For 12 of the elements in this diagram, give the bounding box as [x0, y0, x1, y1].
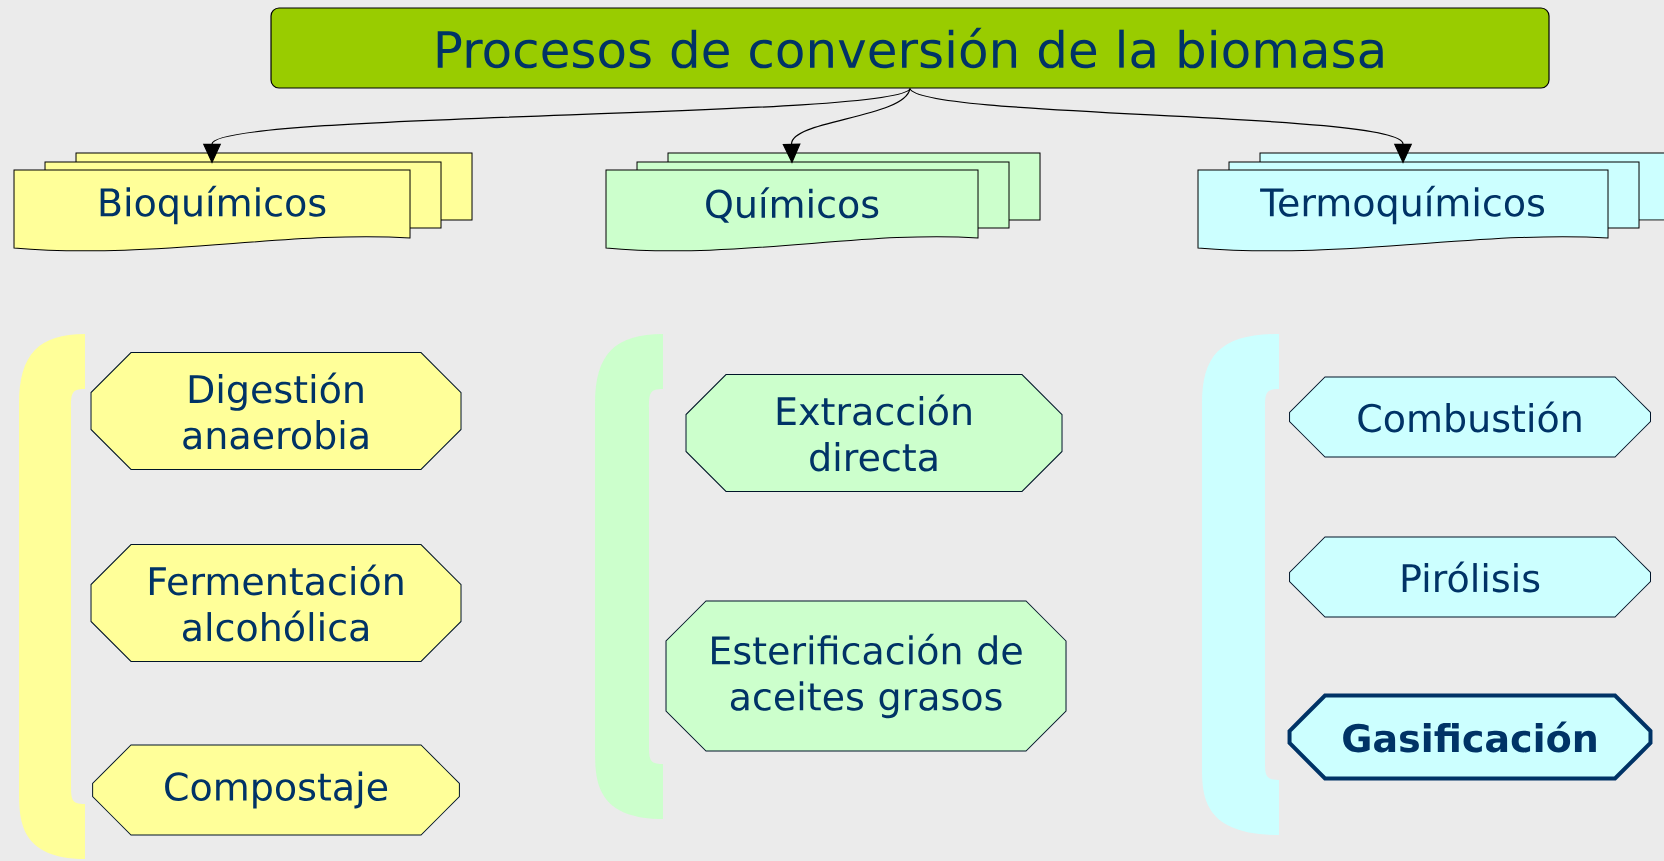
stacked-document-box: Químicos: [605, 152, 1041, 252]
process-octagon: Combustión: [1289, 376, 1651, 458]
stacked-document-box: Bioquímicos: [13, 152, 473, 252]
process-octagon: Gasificación: [1287, 693, 1653, 781]
process-octagon: Fermentación alcohólica: [90, 544, 462, 662]
process-octagon: Esterificación de aceites grasos: [665, 600, 1067, 752]
process-octagon: Digestión anaerobia: [90, 352, 462, 470]
stacked-document-box: Termoquímicos: [1197, 152, 1664, 252]
title-box: Procesos de conversión de la biomasa: [270, 7, 1550, 89]
process-octagon: Extracción directa: [685, 374, 1063, 492]
process-octagon: Compostaje: [92, 744, 460, 836]
process-octagon: Pirólisis: [1289, 536, 1651, 618]
